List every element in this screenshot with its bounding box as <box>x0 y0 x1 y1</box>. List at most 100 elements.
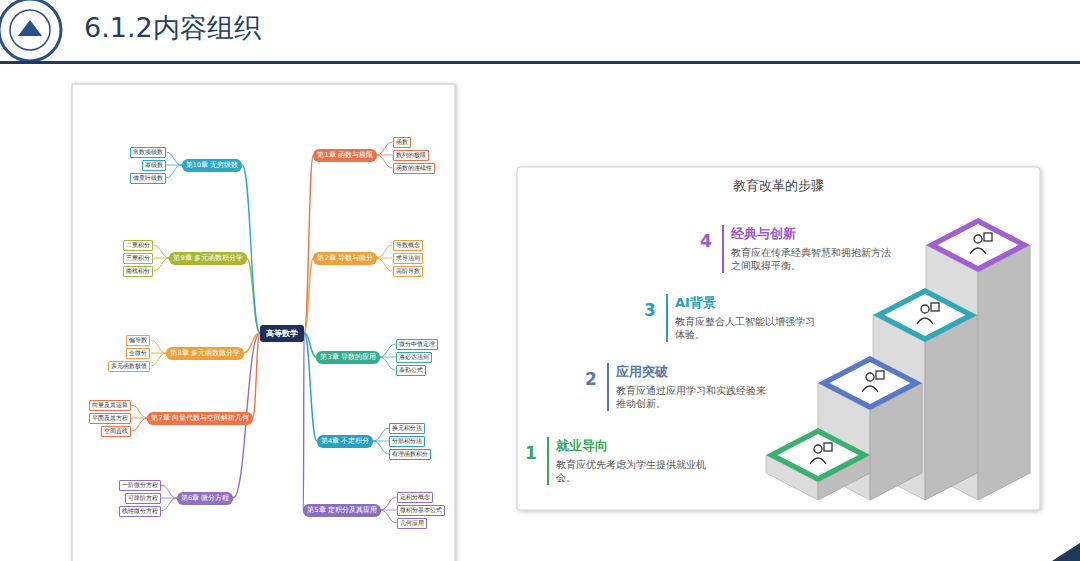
node-label: 全微分 <box>129 350 147 357</box>
step-number: 2 <box>585 369 607 389</box>
node-label: 函数 <box>396 139 408 146</box>
branch-line <box>377 245 393 258</box>
node-label: 定积分概念 <box>400 494 430 501</box>
stair-block <box>766 428 870 500</box>
header-rule <box>0 61 1080 64</box>
subtopic-box: 分部积分法 <box>389 436 425 447</box>
slide-title: 6.1.2内容组织 <box>84 10 261 46</box>
subtopic-box: 一阶微分方程 <box>119 480 161 491</box>
subtopic-box: 傅里叶级数 <box>130 173 166 184</box>
step-description: 教育应通过应用学习和实践经验来推动创新。 <box>616 385 766 411</box>
subtopic-box: 函数的连续性 <box>393 163 435 174</box>
step-number: 1 <box>525 443 547 463</box>
infographic-card: 教育改革的步骤4经典与创新教育应在传承经典智慧和拥抱新方法之间取得平衡。3AI背… <box>517 167 1040 510</box>
stair-top-face <box>777 434 858 476</box>
branch-line <box>166 165 182 178</box>
stair-top-face <box>829 362 910 404</box>
subtopic-box: 幂级数 <box>142 160 166 171</box>
card-title: 教育改革的步骤 <box>517 178 1040 195</box>
stair-top-rim <box>926 218 1030 272</box>
stair-top-rim <box>873 288 977 342</box>
corner-triangle <box>1052 543 1080 561</box>
subtopic-box: 线性微分方程 <box>119 506 161 517</box>
node-label: 函数的连续性 <box>396 165 432 172</box>
step-text-group: 经典与创新教育应在传承经典智慧和拥抱新方法之间取得平衡。 <box>722 225 896 273</box>
branch-line <box>377 142 393 155</box>
node-label: 分部积分法 <box>392 438 422 445</box>
subtopic-box: 全微分 <box>126 348 150 359</box>
branch-line <box>304 333 317 441</box>
subtopic-box: 几何应用 <box>397 518 427 529</box>
branch-line <box>161 485 177 498</box>
infographic-frame <box>517 167 1040 510</box>
stair-right-face <box>978 245 1030 500</box>
step-icon <box>970 233 992 254</box>
node-label: 导数概念 <box>396 242 420 249</box>
stair-block <box>818 356 922 500</box>
branch-line <box>253 333 260 418</box>
node-label: 二重积分 <box>126 242 150 249</box>
branch-line <box>373 428 389 441</box>
subtopic-box: 平面及其方程 <box>89 413 131 424</box>
node-label: 幂级数 <box>145 162 163 169</box>
subtopic-box: 向量及其运算 <box>89 400 131 411</box>
step-icon <box>810 443 832 464</box>
node-label: 第7章 向量代数与空间解析几何 <box>151 414 248 423</box>
mindmap-frame <box>72 84 455 561</box>
chapter-topic: 第2章 导数与微分 <box>313 252 376 265</box>
node-label: 第5章 定积分及其应用 <box>307 506 376 515</box>
subtopic-box: 曲线积分 <box>123 266 153 277</box>
step-heading: 就业导向 <box>556 437 706 455</box>
node-label: 第6章 微分方程 <box>181 494 229 503</box>
subtopic-box: 微积分基本公式 <box>397 505 445 516</box>
staircase-illustration <box>766 218 1030 500</box>
branch-line <box>377 155 393 168</box>
subtopic-box: 求导法则 <box>393 253 423 264</box>
branch-line <box>373 441 389 454</box>
subtopic-box: 函数 <box>393 137 411 148</box>
step-description: 教育应整合人工智能以增强学习体验。 <box>675 316 820 342</box>
chapter-topic: 第7章 向量代数与空间解析几何 <box>147 412 252 425</box>
chapter-topic: 第4章 不定积分 <box>317 435 373 448</box>
subtopic-box: 偏导数 <box>126 335 150 346</box>
node-label: 微分中值定理 <box>399 341 435 348</box>
step-block: 4经典与创新教育应在传承经典智慧和拥抱新方法之间取得平衡。 <box>700 225 896 273</box>
subtopic-box: 三重积分 <box>123 253 153 264</box>
node-label: 第9章 多元函数积分学 <box>173 254 242 263</box>
subtopic-box: 有理函数积分 <box>389 449 431 460</box>
branch-line <box>304 155 313 333</box>
node-label: 数列的极限 <box>396 152 426 159</box>
stair-top-rim <box>766 428 870 482</box>
step-heading: 经典与创新 <box>731 225 896 243</box>
node-label: 有理函数积分 <box>392 451 428 458</box>
stair-right-face <box>925 315 977 500</box>
stair-block <box>926 218 1030 500</box>
node-label: 微积分基本公式 <box>400 507 442 514</box>
step-block: 3AI背景教育应整合人工智能以增强学习体验。 <box>644 294 820 342</box>
branch-line <box>304 258 313 333</box>
step-heading: 应用突破 <box>616 363 766 381</box>
step-number: 4 <box>700 231 722 251</box>
branch-line <box>161 498 177 511</box>
root-topic: 高等数学 <box>260 325 304 342</box>
subtopic-box: 导数概念 <box>393 240 423 251</box>
node-label: 三重积分 <box>126 255 150 262</box>
step-description: 教育应优先考虑为学生提供就业机会。 <box>556 459 706 485</box>
logo-ring <box>0 0 61 61</box>
node-label: 一阶微分方程 <box>122 482 158 489</box>
node-label: 第8章 多元函数微分学 <box>170 349 239 358</box>
subtopic-box: 空间直线 <box>101 426 131 437</box>
subtopic-box: 泰勒公式 <box>396 365 426 376</box>
node-label: 高等数学 <box>266 328 298 339</box>
step-text-group: AI背景教育应整合人工智能以增强学习体验。 <box>666 294 820 342</box>
node-label: 常数项级数 <box>133 149 163 156</box>
node-label: 傅里叶级数 <box>133 175 163 182</box>
node-label: 泰勒公式 <box>399 367 423 374</box>
node-label: 第2章 导数与微分 <box>317 254 372 263</box>
step-heading: AI背景 <box>675 294 820 312</box>
chapter-topic: 第10章 无穷级数 <box>182 159 242 172</box>
branch-line <box>153 258 169 271</box>
school-logo <box>0 0 61 61</box>
node-label: 可降阶方程 <box>128 495 158 502</box>
branch-line <box>153 245 169 258</box>
